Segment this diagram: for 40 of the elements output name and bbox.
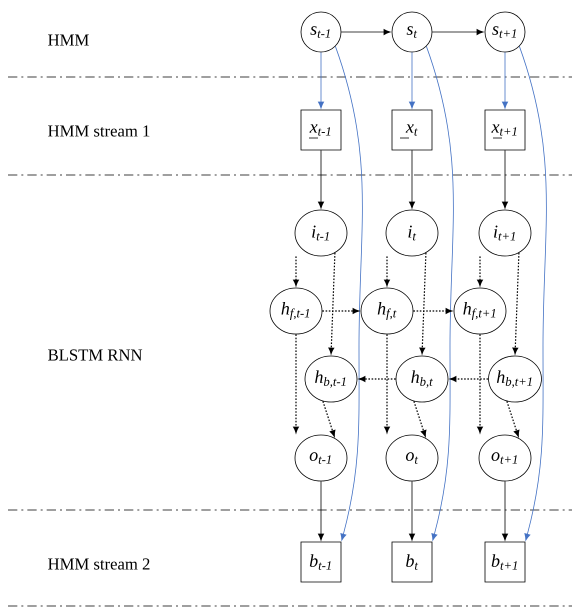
arrow: [409, 481, 415, 540]
arrow: [322, 401, 336, 437]
row-label: HMM stream 1: [48, 125, 150, 137]
arrow: [384, 334, 390, 433]
row-label: BLSTM RNN: [48, 349, 142, 361]
arrow: [328, 252, 336, 354]
arrow: [413, 401, 426, 437]
arrow: [318, 150, 324, 209]
observation-box: b$_{t-1}$: [300, 542, 342, 582]
arrow: [502, 150, 508, 209]
row-label: HMM: [48, 34, 89, 46]
arrow: [318, 481, 324, 540]
arrow: [477, 256, 483, 286]
row-label: HMM stream 2: [48, 558, 150, 570]
curved-arrow: [426, 46, 454, 541]
arrow: [432, 29, 484, 35]
arrow: [502, 52, 508, 108]
arrow: [293, 256, 299, 286]
observation-box: x$_{t}$: [392, 110, 432, 150]
arrow: [384, 256, 390, 286]
arrow: [512, 252, 520, 354]
arrow: [409, 52, 415, 108]
arrow: [359, 376, 396, 382]
observation-box: x$_{t+1}$: [484, 110, 526, 150]
arrow: [409, 150, 415, 209]
curved-arrow: [335, 46, 363, 541]
arrow: [477, 334, 483, 433]
observation-box: b$_{t}$: [392, 542, 432, 582]
observation-box: x$_{t-1}$: [300, 110, 342, 150]
arrow: [293, 334, 299, 433]
arrow: [413, 308, 452, 314]
arrow: [318, 52, 324, 108]
arrow: [506, 401, 520, 437]
arrow: [322, 308, 359, 314]
arrow: [502, 481, 508, 540]
arrow: [419, 252, 427, 354]
observation-box: b$_{t+1}$: [484, 542, 526, 582]
arrow: [450, 376, 488, 382]
arrow: [341, 29, 390, 35]
curved-arrow: [519, 46, 547, 541]
